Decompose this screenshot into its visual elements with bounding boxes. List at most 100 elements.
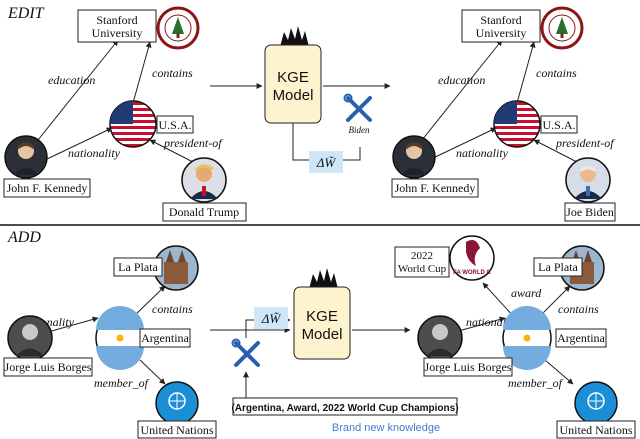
rel-nationality-r: nationality — [456, 146, 509, 160]
borges-label-r: Jorge Luis Borges — [425, 360, 512, 374]
stanford-line2: University — [92, 26, 143, 40]
un-node — [137, 420, 217, 439]
edit-tool-icon — [343, 93, 372, 122]
add-model-flame-icon — [309, 268, 338, 289]
edge-nationality-add-r — [454, 316, 506, 333]
kennedy-node-r — [391, 178, 479, 198]
kennedy-portrait-r — [392, 135, 436, 179]
rel-member-of-add-r: member_of — [508, 376, 564, 390]
laplata-node-r — [533, 257, 583, 277]
edit-section-label: EDIT — [7, 5, 45, 22]
stanford-line2-r: University — [476, 26, 527, 40]
borges-portrait-r — [417, 315, 463, 361]
rel-contains-add-r: contains — [558, 302, 599, 316]
trump-node — [162, 202, 247, 222]
stanford-seal-icon — [156, 6, 200, 50]
rel-education: education — [48, 73, 95, 87]
borges-portrait — [7, 315, 53, 361]
argentina-node-r — [555, 328, 607, 348]
edge-contains — [132, 41, 152, 104]
argentina-flag-icon-r — [502, 306, 552, 370]
add-delta-box — [254, 307, 288, 329]
add-tool-icon — [231, 338, 260, 367]
kennedy-node — [3, 178, 91, 198]
kennedy-label: John F. Kennedy — [7, 181, 88, 195]
worldcup-line2: World Cup — [398, 263, 447, 275]
edge-contains-add — [131, 285, 166, 319]
edge-president — [149, 139, 194, 163]
add-model-line2: Model — [302, 326, 343, 343]
add-right-graph: nationality contains member_of award FA … — [394, 235, 636, 439]
edge-member-add-r — [544, 359, 574, 385]
worldcup-logo-text: FA WORLD C — [453, 270, 491, 276]
edit-delta-box — [309, 151, 343, 173]
kennedy-portrait — [4, 135, 48, 179]
un-label: United Nations — [141, 423, 214, 437]
trump-label: Donald Trump — [169, 205, 239, 219]
argentina-label: Argentina — [141, 331, 189, 345]
new-fact-box — [232, 397, 458, 416]
argentina-node — [139, 328, 191, 348]
usa-label: U.S.A. — [158, 118, 191, 132]
rel-contains: contains — [152, 66, 193, 80]
edge-member-add — [139, 359, 166, 385]
stanford-node — [77, 9, 157, 43]
edge-president-r — [533, 139, 578, 163]
edge-award-add-r — [482, 282, 516, 319]
edge-nationality — [44, 127, 113, 161]
edit-delta-label: ΔW̃ — [316, 155, 337, 170]
laplata-label: La Plata — [118, 260, 158, 274]
edit-model-block: KGE Model ΔW̃ Biden — [210, 26, 391, 173]
usa-flag-icon — [109, 100, 157, 148]
rel-nationality: nationality — [68, 146, 121, 160]
stanford-line1: Stanford — [96, 13, 137, 27]
stanford-node-r — [461, 9, 541, 43]
kennedy-label-r: John F. Kennedy — [395, 181, 476, 195]
new-fact-text: (Argentina, Award, 2022 World Cup Champi… — [231, 403, 458, 414]
worldcup-node — [394, 246, 450, 278]
laplata-node — [113, 257, 163, 277]
edge-education-r — [421, 39, 503, 141]
edge-contains-r — [516, 41, 536, 104]
edge-nationality-add — [47, 316, 99, 333]
stanford-seal-icon-r — [540, 6, 584, 50]
add-left-graph: nationality contains member_of La Plata … — [3, 245, 217, 439]
rel-education-r: education — [438, 73, 485, 87]
rel-award-add-r: award — [511, 286, 542, 300]
worldcup-line1: 2022 — [411, 250, 433, 262]
trump-portrait — [181, 157, 227, 203]
edit-model-line2: Model — [273, 87, 314, 104]
rel-president-of: president-of — [163, 136, 223, 150]
usa-flag-icon-r — [493, 100, 541, 148]
rel-contains-add: contains — [152, 302, 193, 316]
edit-model-flame-icon — [280, 26, 309, 47]
stanford-line1-r: Stanford — [480, 13, 521, 27]
add-model-block: KGE Model ΔW̃ (Argentina, Award, 2022 Wo… — [210, 268, 459, 434]
un-emblem-icon — [155, 381, 199, 425]
un-emblem-icon-r — [574, 381, 618, 425]
biden-portrait — [565, 157, 611, 203]
borges-node — [3, 357, 93, 377]
laplata-label-r: La Plata — [538, 260, 578, 274]
biden-label: Joe Biden — [566, 205, 614, 219]
rel-president-of-r: president-of — [555, 136, 615, 150]
add-model-line1: KGE — [306, 308, 338, 325]
borges-label: Jorge Luis Borges — [5, 360, 92, 374]
argentina-label-r: Argentina — [557, 331, 605, 345]
edge-education — [37, 39, 119, 141]
add-model-box — [293, 286, 351, 360]
new-fact-caption: Brand new knowledge — [332, 422, 440, 434]
edit-model-line1: KGE — [277, 69, 309, 86]
argentina-flag-icon — [95, 306, 145, 370]
rel-contains-r: contains — [536, 66, 577, 80]
worldcup-logo-icon: FA WORLD C — [449, 235, 495, 281]
edit-tool-caption: Biden — [349, 125, 370, 135]
usa-node — [156, 115, 194, 134]
rel-member-of-add: member_of — [94, 376, 150, 390]
un-label-r: United Nations — [560, 423, 633, 437]
borges-node-r — [423, 357, 513, 377]
biden-node — [564, 202, 616, 222]
usa-node-r — [540, 115, 578, 134]
